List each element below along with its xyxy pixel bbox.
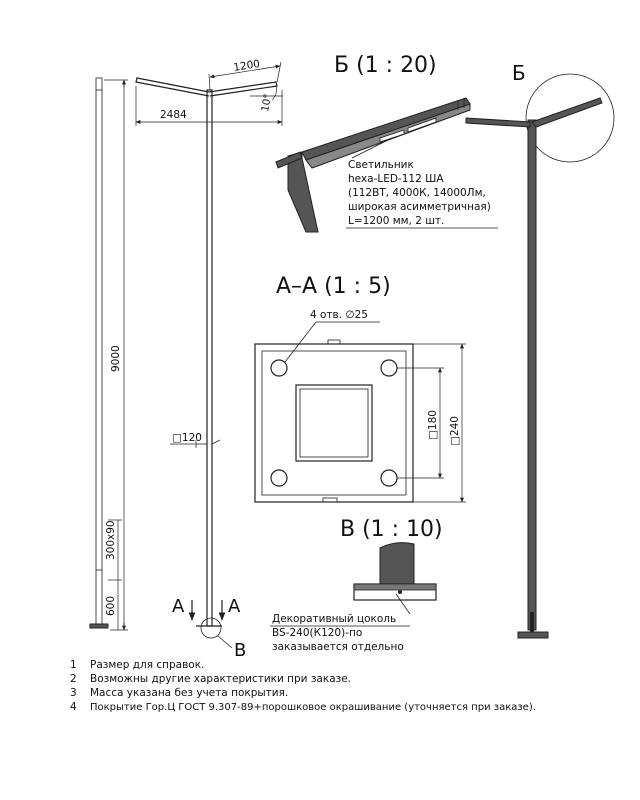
plinth-callout-line-3: заказывается отдельно: [272, 641, 404, 653]
arm-length-dimension-line: [209, 64, 281, 79]
pole-3d-shaft: [527, 119, 537, 631]
span-label: 2484: [160, 109, 187, 121]
notes-list: 1 Размер для справок. 2 Возможны другие …: [70, 659, 536, 713]
pole-shaft: [206, 89, 213, 627]
pole-3d-right-arm: [531, 97, 603, 128]
pole-section-label: □120: [172, 432, 202, 444]
note-1-num: 1: [70, 659, 77, 671]
note-2-num: 2: [70, 673, 77, 685]
luminaire-callout-line-2: hexa-LED-112 ША: [348, 173, 444, 185]
pole-3d-left-arm: [465, 117, 531, 128]
plinth-callout-line-2: BS-240(К120)-по: [272, 627, 362, 639]
view-b-title: Б (1 : 20): [334, 53, 437, 78]
luminaire-body: [301, 97, 471, 161]
bolt-hole-4: [380, 469, 398, 487]
section-aa-title: А–А (1 : 5): [276, 274, 391, 299]
plinth-callout: Декоративный цоколь BS-240(К120)-по зака…: [270, 613, 410, 653]
plinth-detail: [353, 542, 437, 615]
pole-side-view: 9000 300х90 600: [89, 77, 128, 631]
height-label: 9000: [110, 345, 122, 372]
pole-front-view: В А А □120 2484 1200 10°: [135, 58, 283, 661]
pole-3d-view: Б: [465, 61, 615, 639]
section-cut-right-label: А: [228, 596, 241, 617]
note-4-text: Покрытие Гор.Ц ГОСТ 9.307-89+порошковое …: [90, 702, 536, 713]
inner-square-label: □180: [427, 410, 439, 440]
base-height-label: 600: [105, 596, 117, 616]
arm-length-label: 1200: [233, 58, 261, 74]
plinth-callout-line-1: Декоративный цоколь: [272, 613, 396, 625]
note-3-num: 3: [70, 687, 77, 699]
outer-square-label: □240: [449, 416, 461, 446]
left-arm: [135, 77, 210, 97]
mid-section-label: 300х90: [105, 520, 117, 560]
note-2-text: Возможны другие характеристики при заказ…: [90, 673, 351, 685]
luminaire-detail: [275, 97, 471, 233]
flange-outer: [254, 343, 414, 503]
flange-section: 4 отв. ∅25 □180 □240: [254, 309, 466, 503]
plinth-post: [379, 542, 415, 585]
pole-left-flange: [89, 623, 109, 629]
luminaire-callout-line-5: L=1200 мм, 2 шт.: [348, 215, 444, 227]
detail-v-circle: [200, 617, 222, 639]
luminaire-callout-line-1: Светильник: [348, 159, 414, 171]
right-arm: [208, 81, 278, 97]
detail-v-marker: В: [234, 640, 246, 661]
tilt-angle-label: 10°: [260, 93, 274, 112]
bolt-hole-1: [270, 359, 288, 377]
view-b-marker: Б: [512, 61, 526, 85]
pole-left-profile: [95, 77, 103, 627]
note-1-text: Размер для справок.: [90, 659, 204, 671]
pole-square: [295, 384, 373, 462]
view-b-circle: [525, 73, 615, 163]
hole-spec-label: 4 отв. ∅25: [310, 309, 368, 321]
note-3-text: Масса указана без учета покрытия.: [90, 687, 288, 699]
section-cut-left-label: А: [172, 596, 185, 617]
bolt-hole-3: [270, 469, 288, 487]
luminaire-callout-line-4: широкая асимметричная): [348, 201, 491, 213]
note-4-num: 4: [70, 701, 77, 713]
flange-inner: [261, 350, 407, 496]
luminaire-callout-line-3: (112ВТ, 4000К, 14000Лм,: [348, 187, 486, 199]
view-v-title: В (1 : 10): [340, 517, 443, 542]
luminaire-callout: Светильник hexa-LED-112 ША (112ВТ, 4000К…: [346, 159, 498, 229]
bolt-hole-2: [380, 359, 398, 377]
pole-3d-base: [517, 631, 549, 639]
